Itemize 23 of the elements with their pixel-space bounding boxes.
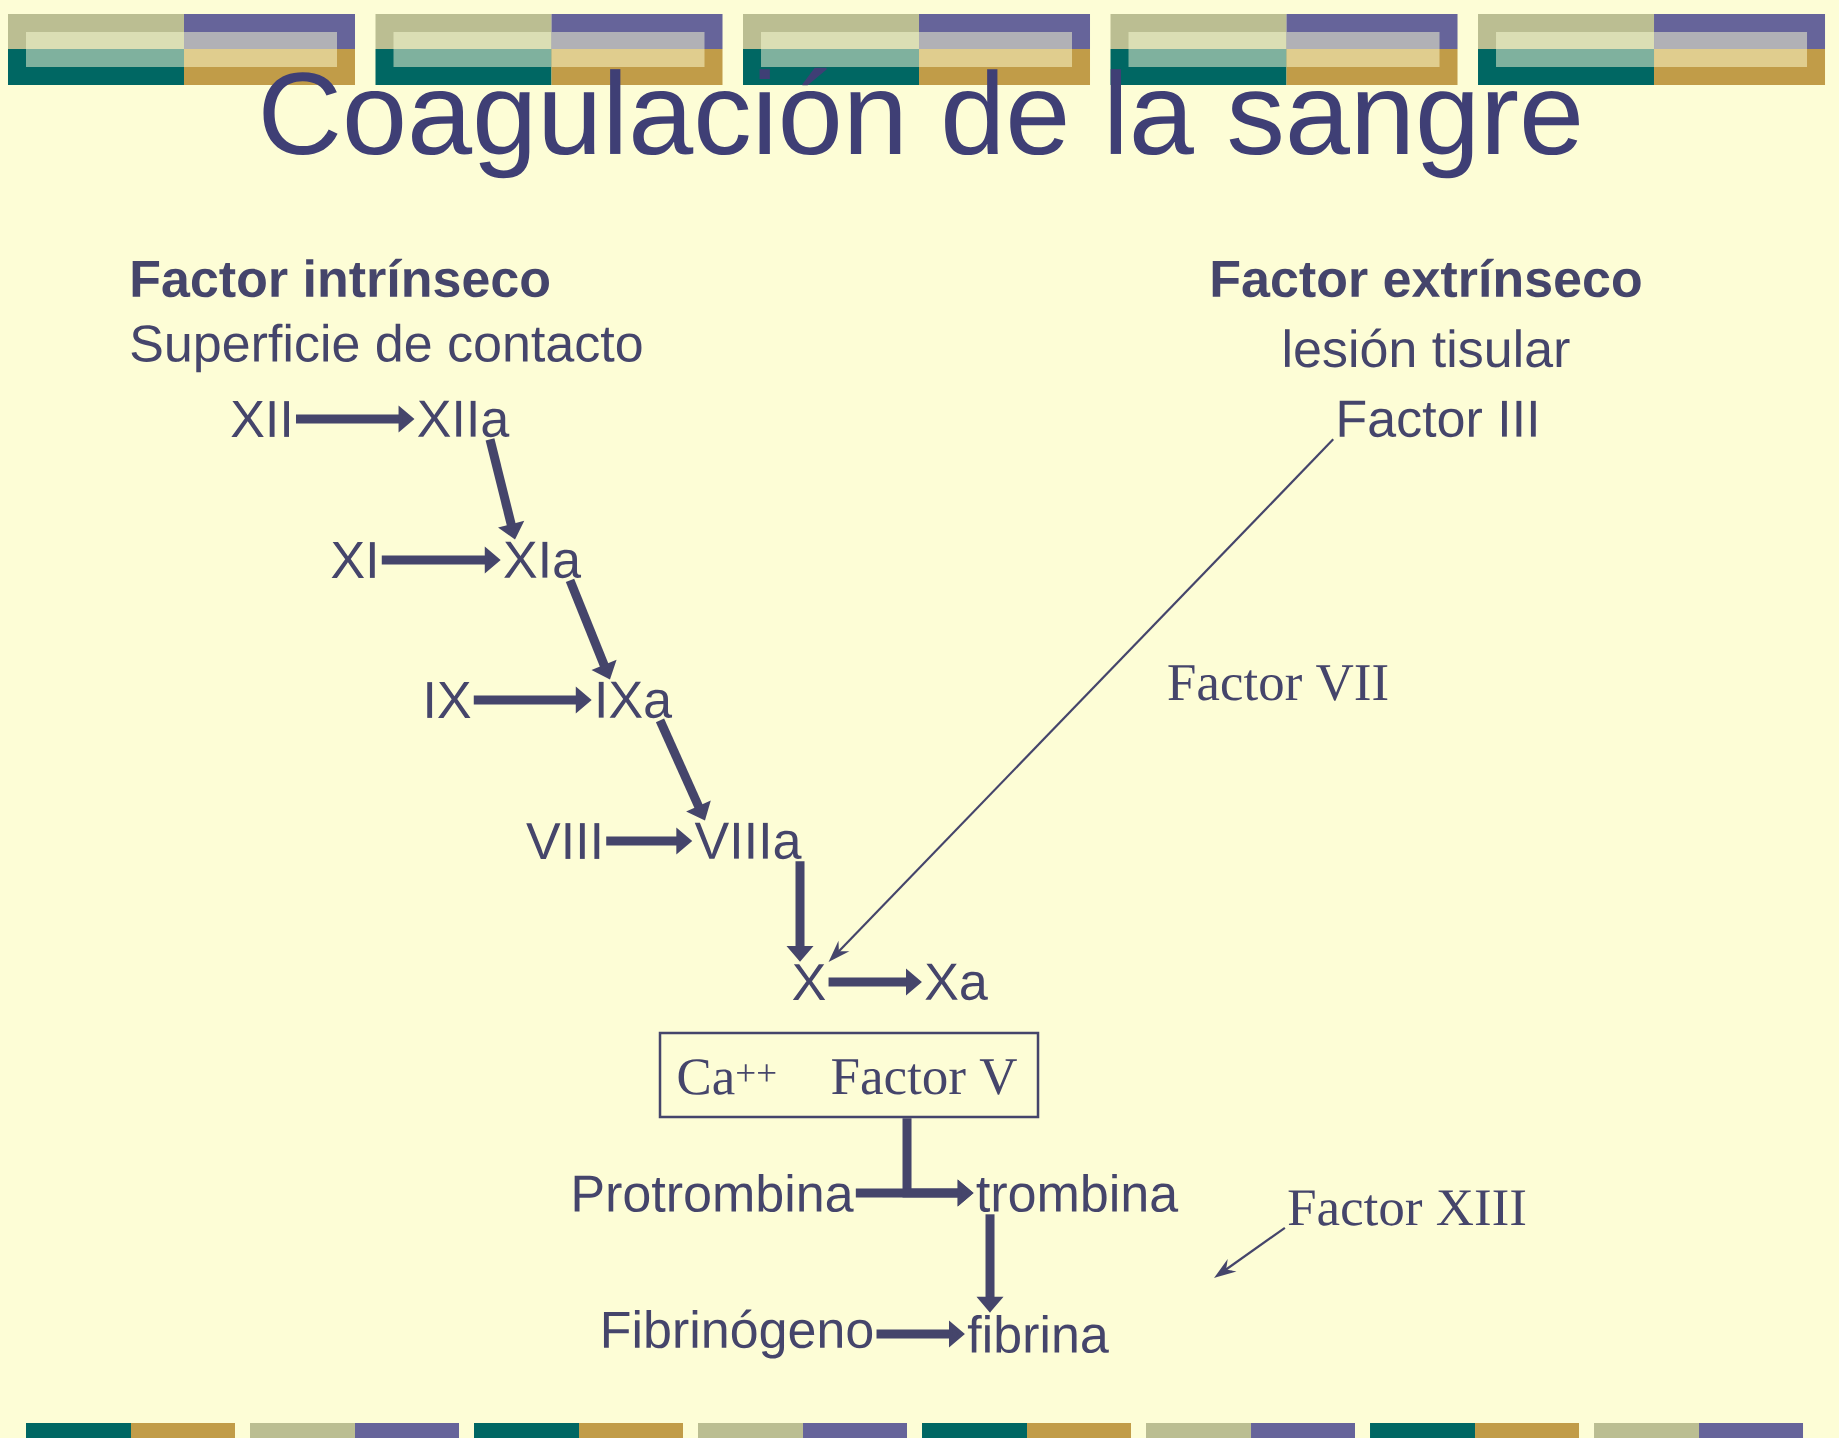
factor-box: Ca$^{++}$ Factor V [658,1031,1040,1119]
factor-label: VIII [526,823,600,859]
factor-label: XIIa [417,400,510,438]
factor-label: XI [331,542,375,578]
factor-label: Xa [925,963,988,1001]
factor-label: trombina [976,1173,1179,1213]
heading: Factor extrínseco [1212,258,1641,298]
factor-label: Factor III [1339,400,1536,438]
factor-label: Protrombina [574,1173,854,1213]
factor-label: VIIIa [694,822,802,860]
annotation: Factor VII [1168,665,1388,701]
heading: Factor intrínseco [132,258,549,298]
factor-label: fibrina [967,1314,1109,1354]
factor-label: Factor XIII [1288,1190,1526,1226]
factor-label: X [792,964,826,1000]
factor-label: IXa [598,681,673,719]
text-label: lesión tisular [1285,328,1570,368]
factor-label: XII [231,401,289,437]
factor-label: XIa [504,541,582,579]
factor-label: IX [427,682,471,718]
factor-label: Fibrinógeno [603,1309,873,1359]
title: Coagulación de la sangre [263,67,1579,179]
text-label: Superficie de contacto [131,323,642,373]
